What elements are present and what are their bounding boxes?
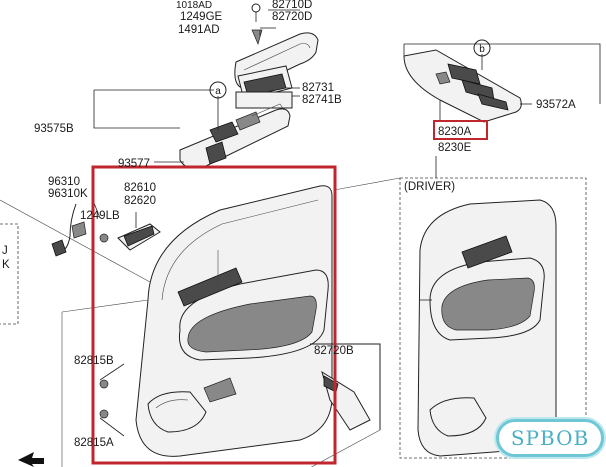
label-82710D: 82710D (272, 0, 312, 11)
label-top-cut: 1018AD (176, 0, 212, 11)
side-reference-box (0, 223, 19, 325)
label-82741B: 82741B (302, 94, 342, 106)
armrest-cover-assembly (234, 3, 319, 109)
highlight-box-part-number (433, 120, 488, 140)
label-93575B: 93575B (34, 123, 74, 135)
door-trim-panel (99, 185, 333, 457)
label-82720B: 82720B (314, 345, 354, 357)
label-93572A: 93572A (536, 99, 576, 111)
label-1249GE: 1249GE (180, 11, 223, 23)
label-93577: 93577 (118, 158, 150, 170)
label-K: K (2, 259, 10, 271)
inside-handle (99, 212, 161, 251)
switch-panel-left (179, 103, 291, 169)
leader-lines (93, 9, 601, 178)
switch-panel-driver (403, 49, 522, 123)
label-1249LB: 1249LB (80, 210, 120, 222)
highlight-box-door-trim (91, 165, 337, 465)
callout-a: a (209, 81, 227, 99)
wiring-harness (51, 197, 101, 257)
label-8230A: 8230A (438, 126, 472, 138)
part-labels: 1018AD 1249GE 82710D 82720D 1491AD 82731… (2, 0, 576, 449)
label-82731: 82731 (302, 82, 334, 94)
svg-text:a: a (215, 86, 221, 97)
label-82610: 82610 (124, 182, 156, 194)
label-82815A: 82815A (74, 437, 114, 449)
driver-door-panel (399, 177, 587, 459)
label-8230E: 8230E (438, 142, 472, 154)
label-82620: 82620 (124, 195, 156, 207)
label-J: J (2, 245, 8, 257)
callout-b: b (473, 39, 491, 57)
svg-text:b: b (479, 44, 485, 55)
watermark-logo: SPBOB (495, 416, 605, 460)
label-96310: 96310 (48, 176, 80, 188)
label-1491AD: 1491AD (178, 24, 220, 36)
label-82720D: 82720D (272, 11, 312, 23)
label-96310K: 96310K (48, 188, 88, 200)
front-arrow-icon (18, 452, 44, 467)
label-driver: (DRIVER) (404, 181, 455, 193)
label-82815B: 82815B (74, 355, 114, 367)
watermark-text: SPBOB (495, 419, 605, 457)
